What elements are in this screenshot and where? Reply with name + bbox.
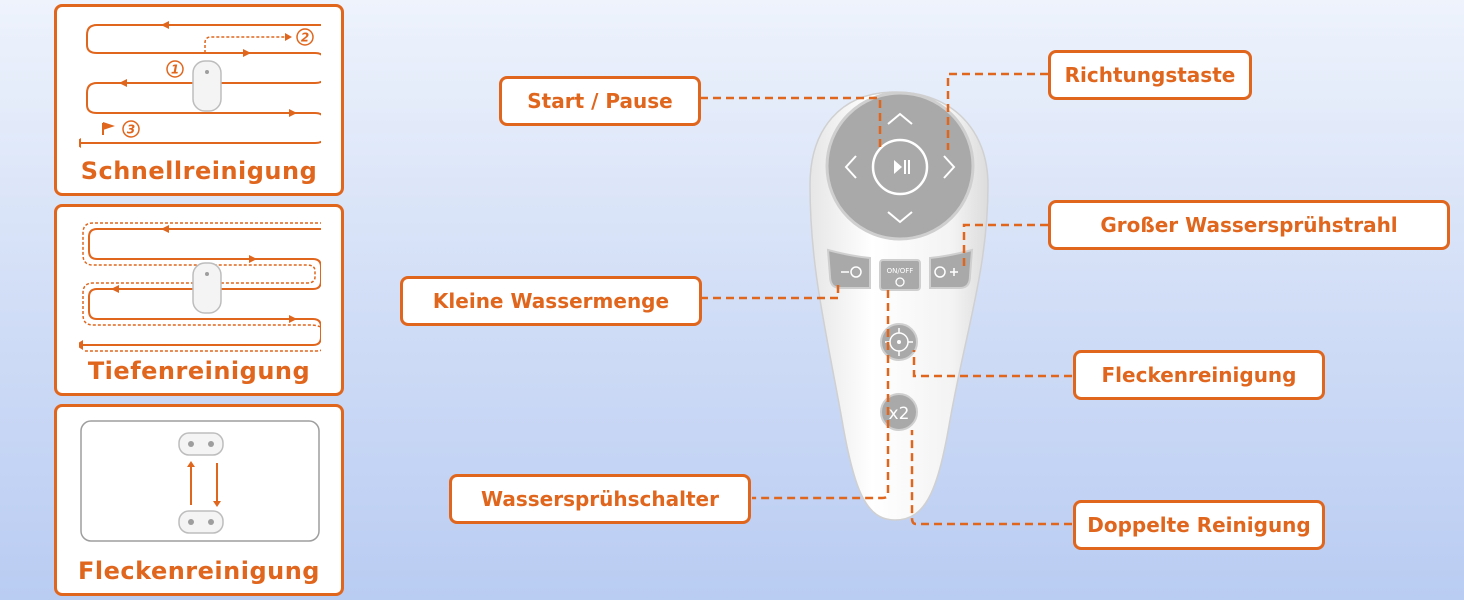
panel-title: Tiefenreinigung: [87, 357, 311, 385]
small-water-button: [826, 248, 871, 289]
panel-quick-cleaning: 1 2 3 Schnellreinigung: [54, 4, 344, 196]
arrow-head: [289, 109, 297, 117]
window-robot-icon: [178, 432, 224, 456]
window-robot-icon: [192, 262, 222, 314]
callout-direction-key: Richtungstaste: [1048, 50, 1252, 100]
power-icon: [895, 277, 905, 287]
double-cleaning-button: x2: [880, 393, 918, 431]
arrow-head: [79, 138, 81, 148]
panel-title: Fleckenreinigung: [78, 557, 320, 585]
spot-cleaning-button: [880, 323, 918, 361]
arrow-head: [119, 79, 127, 87]
power-button: [879, 259, 921, 291]
window-robot-icon: [178, 510, 224, 534]
water-drop-large-icon: [934, 266, 946, 278]
chevron-right-icon: [943, 155, 956, 179]
callout-double-cleaning: Doppelte Reinigung: [1073, 500, 1325, 550]
large-spray-button: [929, 248, 974, 289]
callout-small-water: Kleine Wassermenge: [400, 276, 702, 326]
play-pause-icon: [894, 160, 902, 174]
step-2-label: 2: [301, 31, 309, 45]
water-drop-small-icon: [850, 266, 862, 278]
direction-pad: [825, 91, 975, 241]
step-1-label: 1: [171, 63, 179, 77]
quick-cleaning-path-diagram: 1 2 3: [79, 21, 321, 148]
power-label: ON/OFF: [887, 267, 914, 275]
panel-deep-cleaning: Tiefenreinigung: [54, 204, 344, 396]
double-label: x2: [889, 404, 910, 424]
callout-spray-switch: Wassersprühschalter: [449, 474, 751, 524]
panel-title: Schnellreinigung: [80, 157, 318, 185]
callout-large-spray: Großer Wassersprühstrahl: [1048, 200, 1450, 250]
leader-lines: [700, 72, 1072, 526]
dashed-path: [204, 36, 285, 53]
callout-spot-cleaning: Fleckenreinigung: [1073, 350, 1325, 400]
flag-icon: [102, 122, 115, 135]
arrow-head: [243, 49, 251, 57]
spot-cleaning-path-diagram: [80, 420, 320, 542]
panel-spot-cleaning: Fleckenreinigung: [54, 404, 344, 596]
callout-start-pause: Start / Pause: [499, 76, 701, 126]
chevron-down-icon: [887, 211, 913, 224]
chevron-left-icon: [844, 155, 857, 179]
chevron-up-icon: [887, 112, 913, 125]
window-robot-icon: [192, 60, 222, 112]
arrow-head: [161, 21, 169, 29]
deep-cleaning-path-diagram: [79, 222, 321, 352]
step-3-label: 3: [127, 123, 135, 137]
function-buttons: ON/OFF: [826, 248, 974, 291]
